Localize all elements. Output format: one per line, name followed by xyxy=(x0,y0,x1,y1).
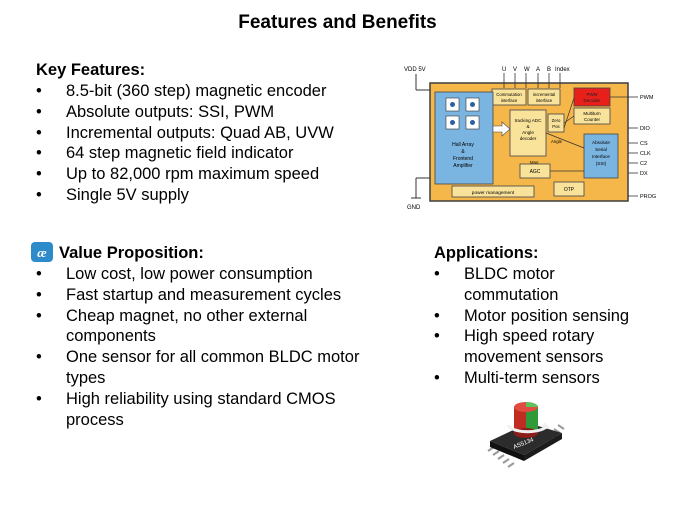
pin-label: PWM xyxy=(640,95,654,101)
key-features-heading: Key Features: xyxy=(36,61,146,79)
sensor-chip-illustration: AS5134 xyxy=(487,402,565,468)
block-label: Pos xyxy=(552,124,559,129)
list-item: Motor position sensing xyxy=(434,306,674,327)
list-item: High speed rotary movement sensors xyxy=(434,326,644,368)
pin-label: DX xyxy=(640,171,648,177)
block-label: Hall Array xyxy=(452,142,474,148)
encoder-block-diagram: VDD 5V GND U V W A B Index Commutation i… xyxy=(404,67,656,211)
block-label: AGC xyxy=(530,169,541,175)
pin-label: DIO xyxy=(640,126,651,132)
ams-logo-icon: æ xyxy=(31,242,53,262)
pin-label: V xyxy=(513,67,517,73)
block-label: (SSI) xyxy=(596,161,607,166)
block-label: PWM xyxy=(587,92,598,97)
pin-label: U xyxy=(502,67,506,73)
svg-text:æ: æ xyxy=(37,245,47,260)
list-item: Incremental outputs: Quad AB, UVW xyxy=(36,123,416,144)
list-item: One sensor for all common BLDC motor typ… xyxy=(36,347,366,389)
block-label: Counter xyxy=(584,117,601,122)
list-item: Single 5V supply xyxy=(36,185,416,206)
block-label: Angle xyxy=(522,130,534,135)
list-item: Multi-term sensors xyxy=(434,368,674,389)
pin-label: PROG xyxy=(640,194,656,200)
block-label: interface xyxy=(536,98,553,103)
vdd-label: VDD 5V xyxy=(404,67,426,73)
block-label: Interface xyxy=(592,154,610,159)
block-label: power management xyxy=(472,190,515,196)
top-pins: U V W A B Index xyxy=(502,67,570,73)
block-label: & xyxy=(526,124,529,129)
block-label: Multiturn xyxy=(583,111,601,116)
key-features-list: 8.5-bit (360 step) magnetic encoder Abso… xyxy=(36,81,416,206)
value-proposition-list: Low cost, low power consumption Fast sta… xyxy=(36,264,406,430)
list-item: 64 step magnetic field indicator xyxy=(36,143,416,164)
block-label: Decoder xyxy=(583,98,601,103)
block-label: Commutation xyxy=(496,92,522,97)
pin-label: Index xyxy=(555,67,570,73)
block-label: & xyxy=(461,149,465,155)
applications-heading: Applications: xyxy=(434,244,539,262)
block-label: decoder xyxy=(520,136,537,141)
list-item: Cheap magnet, no other external componen… xyxy=(36,306,376,348)
block-label: Zero xyxy=(552,118,561,123)
list-item: Absolute outputs: SSI, PWM xyxy=(36,102,416,123)
list-item: 8.5-bit (360 step) magnetic encoder xyxy=(36,81,416,102)
block-label: interface xyxy=(501,98,518,103)
list-item: Fast startup and measurement cycles xyxy=(36,285,406,306)
value-proposition-heading: Value Proposition: xyxy=(59,244,204,262)
pin-label: CS xyxy=(640,141,648,147)
applications-list: BLDC motor commutation Motor position se… xyxy=(434,264,674,389)
block-label: Mag xyxy=(530,160,539,165)
block-label: OTP xyxy=(564,187,575,193)
block-label: Amplifier xyxy=(453,163,473,169)
list-item: Low cost, low power consumption xyxy=(36,264,406,285)
gnd-label: GND xyxy=(407,205,421,211)
block-label: incremental xyxy=(533,92,555,97)
block-label: Angle xyxy=(551,139,563,144)
pin-label: C2 xyxy=(640,161,647,167)
pin-label: A xyxy=(536,67,540,73)
list-item: BLDC motor commutation xyxy=(434,264,584,306)
list-item: Up to 82,000 rpm maximum speed xyxy=(36,164,416,185)
pin-label: B xyxy=(547,67,551,73)
block-label: Absolute xyxy=(592,140,610,145)
pin-label: W xyxy=(524,67,530,73)
pin-label: CLK xyxy=(640,151,651,157)
list-item: High reliability using standard CMOS pro… xyxy=(36,389,396,431)
page-title: Features and Benefits xyxy=(238,12,437,33)
block-label: tracking ADC xyxy=(515,118,542,123)
block-label: Serial xyxy=(595,147,607,152)
block-label: Frontend xyxy=(453,156,473,162)
